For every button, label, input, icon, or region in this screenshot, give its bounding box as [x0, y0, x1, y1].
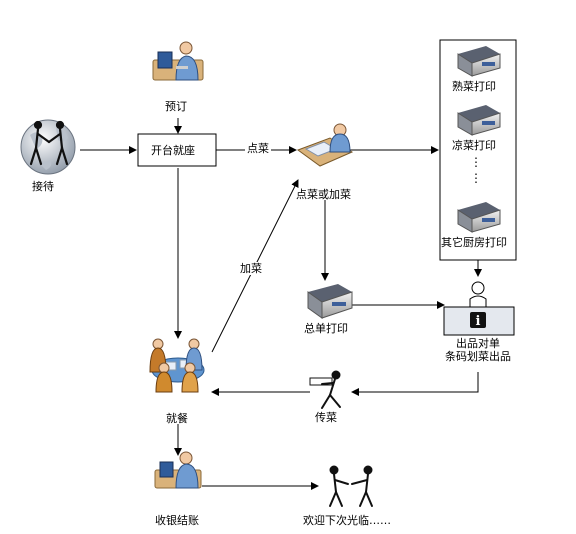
printer-icon — [307, 284, 353, 319]
cashier-computer-icon — [154, 451, 202, 489]
order-edge-label: 点菜 — [245, 142, 271, 155]
checkout-label: 收银结账 — [155, 514, 199, 527]
other-print-label: 其它厨房打印 — [441, 236, 507, 249]
order-label: 点菜或加菜 — [296, 188, 351, 201]
dining-label: 就餐 — [166, 412, 188, 425]
dispatch-station: i — [443, 281, 515, 336]
open-table-label: 开台就座 — [151, 144, 195, 157]
serve-label: 传菜 — [315, 411, 337, 424]
printer-ellipsis: ⋮ ⋮ — [470, 155, 482, 185]
arrow-dispatch-to-serve — [351, 372, 479, 396]
person-desk-icon — [296, 123, 354, 167]
farewell-label: 欢迎下次光临…… — [303, 514, 391, 527]
printer-cold-icon — [457, 105, 501, 136]
printer-other-icon — [457, 202, 501, 233]
waiter-icon — [309, 370, 341, 409]
svg-text:i: i — [476, 314, 481, 329]
cold-print-label: 凉菜打印 — [452, 139, 496, 152]
dispatch-label: 出品对单 条码划菜出品 — [445, 337, 511, 363]
printer-hot-icon — [457, 46, 501, 77]
reception-label: 接待 — [32, 180, 54, 193]
person-computer-icon — [152, 41, 204, 81]
printer-stack — [457, 46, 501, 233]
booking-label: 预订 — [165, 100, 187, 113]
add-edge-label: 加菜 — [239, 262, 263, 275]
handshake-people-icon — [329, 465, 373, 507]
open-table-box — [137, 133, 217, 167]
total-print-label: 总单打印 — [304, 322, 348, 335]
hot-print-label: 熟菜打印 — [452, 80, 496, 93]
dining-table-icon — [149, 338, 205, 393]
handshake-globe-icon — [20, 119, 76, 175]
